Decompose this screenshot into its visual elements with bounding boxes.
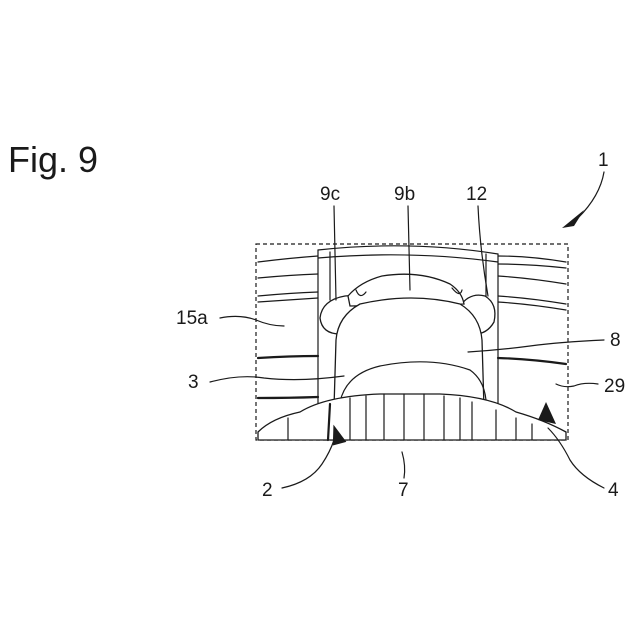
right-slats xyxy=(498,256,566,364)
label-15a: 15a xyxy=(176,308,208,329)
label-8: 8 xyxy=(610,330,621,351)
label-2: 2 xyxy=(262,480,273,501)
label-12: 12 xyxy=(466,184,487,205)
label-7: 7 xyxy=(398,480,409,501)
arrowhead-1 xyxy=(562,210,584,228)
label-3: 3 xyxy=(188,372,199,393)
base-dome xyxy=(258,394,566,440)
label-29: 29 xyxy=(604,376,625,397)
label-9b: 9b xyxy=(394,184,415,205)
label-1: 1 xyxy=(598,150,609,171)
left-slats xyxy=(258,256,318,398)
piston-body xyxy=(334,298,484,408)
label-4: 4 xyxy=(608,480,619,501)
figure-title: Fig. 9 xyxy=(8,139,98,180)
label-9c: 9c xyxy=(320,184,340,205)
